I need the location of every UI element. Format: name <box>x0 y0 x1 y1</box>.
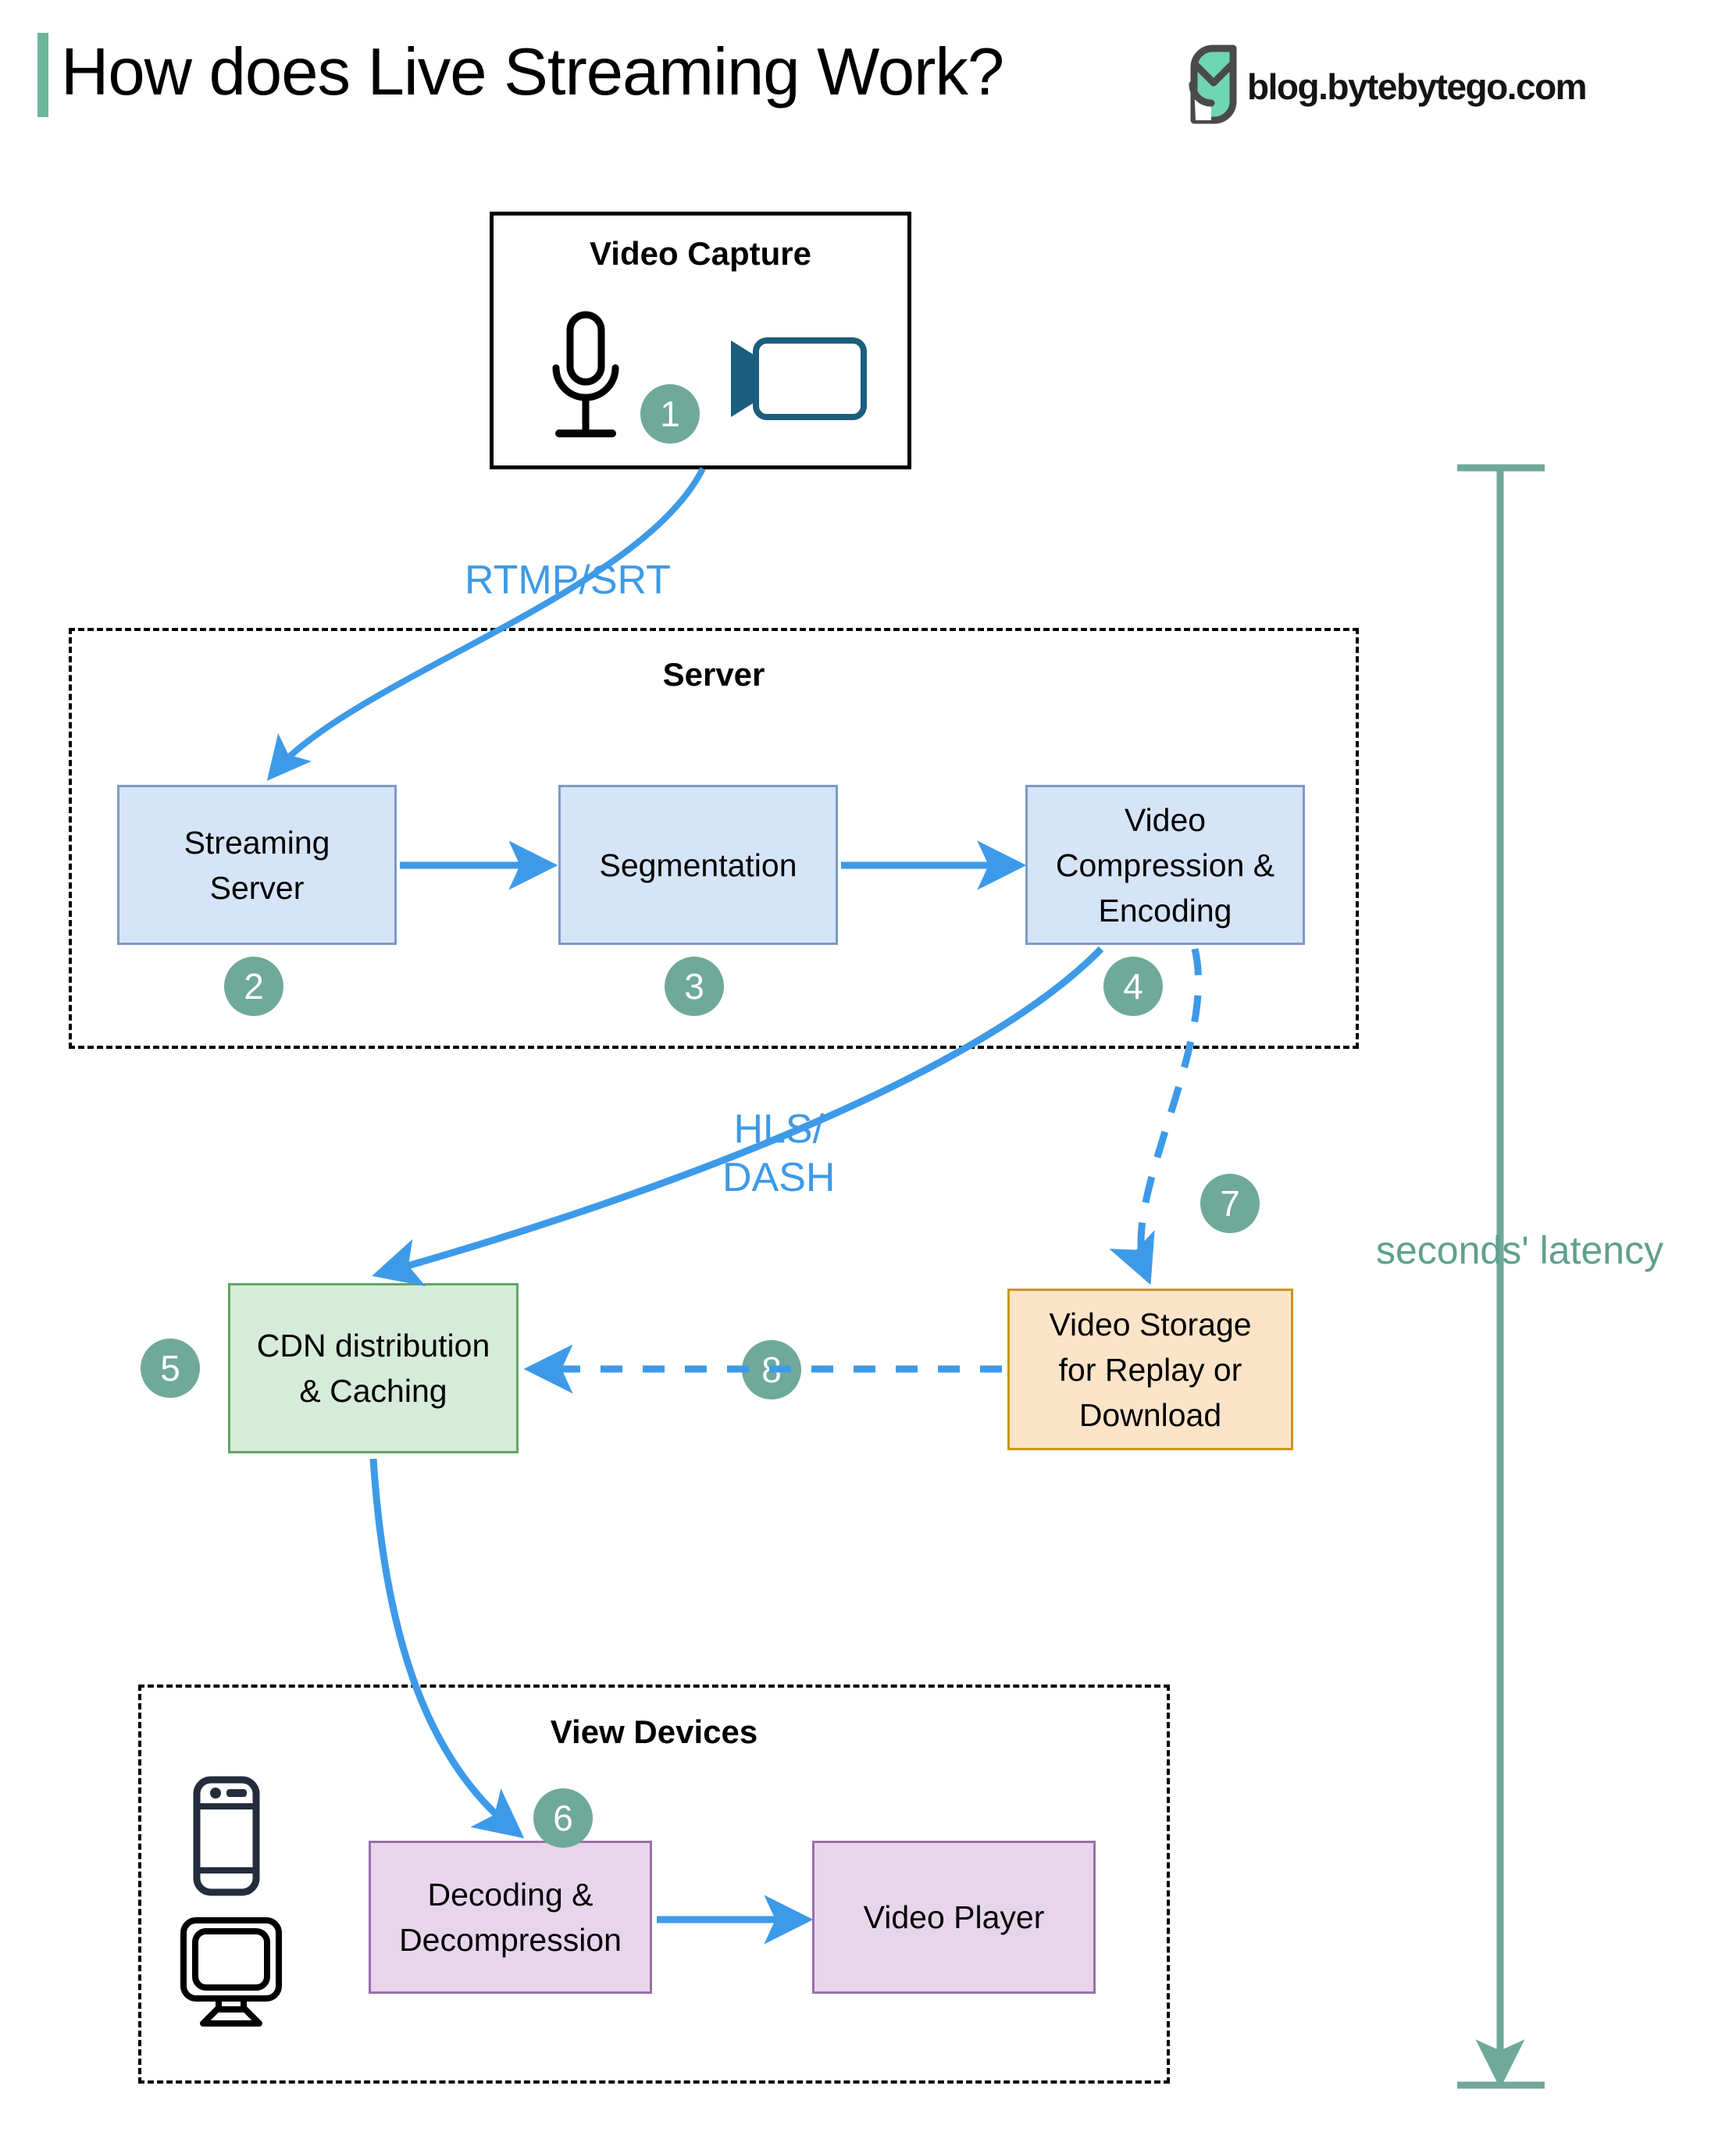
group-view-devices: View Devices <box>138 1685 1170 2084</box>
smartphone-icon <box>193 1776 260 1899</box>
group-server-title: Server <box>662 656 765 693</box>
brand-watermark: blog.bytebytego.com <box>1188 45 1588 124</box>
step-badge-3: 3 <box>665 957 724 1016</box>
node-decoding-label: Decoding & Decompression <box>399 1877 622 1958</box>
node-segmentation-label: Segmentation <box>599 847 797 883</box>
edge-label-rtmp-srt: RTMP/SRT <box>465 558 671 603</box>
step-badge-5: 5 <box>141 1339 200 1398</box>
step-badge-6: 6 <box>533 1788 593 1848</box>
node-streaming-server-label: Streaming Server <box>184 824 330 906</box>
step-badge-4: 4 <box>1103 957 1163 1016</box>
page-title: How does Live Streaming Work? <box>61 35 1004 109</box>
node-cdn-distribution-caching[interactable]: CDN distribution & Caching <box>228 1283 519 1453</box>
node-video-storage[interactable]: Video Storage for Replay or Download <box>1007 1289 1293 1450</box>
video-camera-icon <box>726 336 867 426</box>
node-segmentation[interactable]: Segmentation <box>558 785 838 945</box>
node-video-compression-encoding-label: Video Compression & Encoding <box>1055 801 1275 929</box>
bytebytego-logo-icon <box>1188 45 1239 124</box>
node-cdn-label: CDN distribution & Caching <box>256 1328 490 1409</box>
title-accent-bar <box>37 33 48 117</box>
group-view-devices-title: View Devices <box>550 1713 758 1750</box>
node-video-storage-label: Video Storage for Replay or Download <box>1049 1306 1252 1433</box>
node-video-player[interactable]: Video Player <box>812 1841 1096 1994</box>
latency-label: seconds' latency <box>1376 1228 1664 1272</box>
node-video-player-label: Video Player <box>863 1899 1045 1935</box>
node-decoding-decompression[interactable]: Decoding & Decompression <box>369 1841 652 1994</box>
node-video-compression-encoding[interactable]: Video Compression & Encoding <box>1025 785 1305 945</box>
desktop-monitor-icon <box>180 1917 283 2030</box>
step-badge-2: 2 <box>224 957 283 1016</box>
step-badge-8: 8 <box>742 1340 801 1399</box>
latency-bracket <box>1457 464 1545 2089</box>
group-video-capture-title: Video Capture <box>590 235 811 272</box>
step-badge-1: 1 <box>640 384 700 444</box>
edge-label-hls-dash: HLS/ DASH <box>722 1107 836 1200</box>
brand-text: blog.bytebytego.com <box>1247 66 1588 107</box>
step-badge-7: 7 <box>1200 1174 1260 1233</box>
microphone-icon <box>539 308 633 453</box>
node-streaming-server[interactable]: Streaming Server <box>117 785 397 945</box>
